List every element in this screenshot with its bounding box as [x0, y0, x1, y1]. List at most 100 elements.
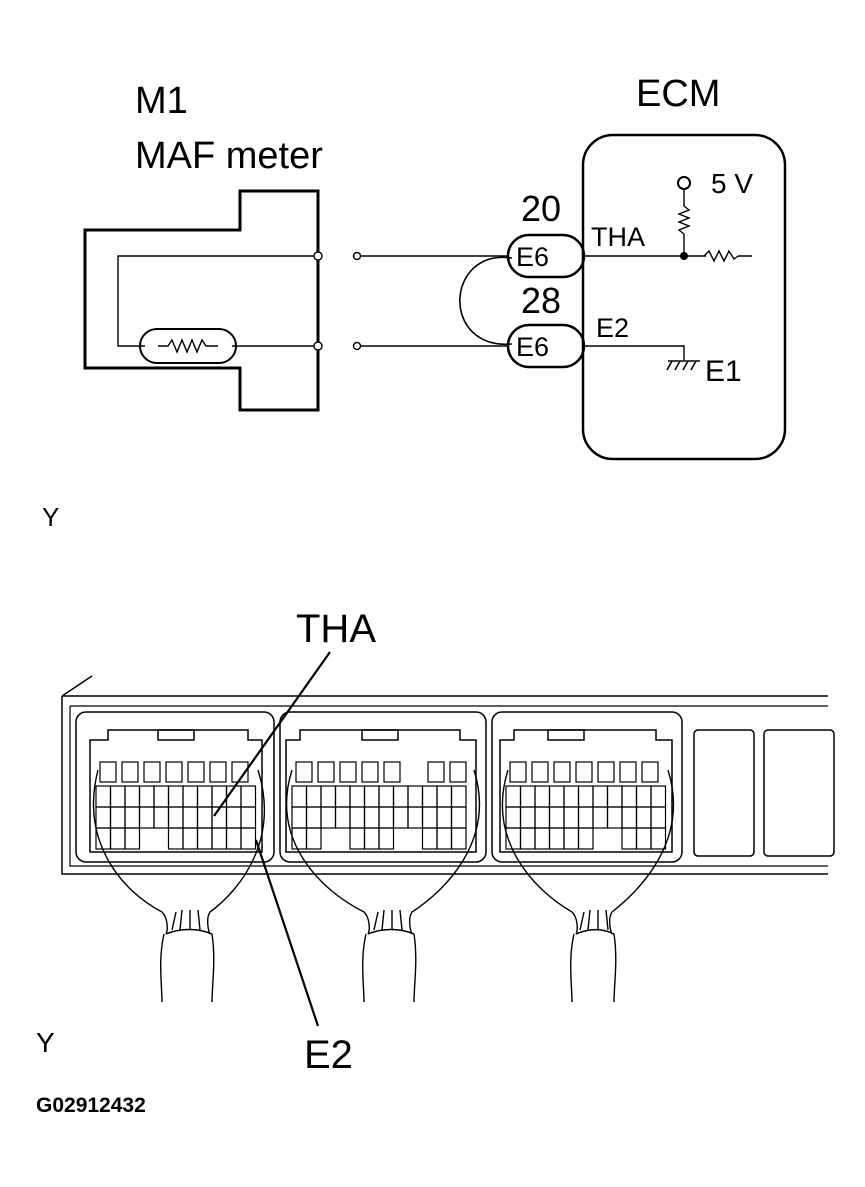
connector-housing-2	[279, 711, 487, 863]
pin-cavity	[635, 806, 652, 829]
pin-cavity	[407, 785, 424, 808]
pin-cavity	[421, 785, 438, 808]
ground-label: E1	[705, 355, 742, 388]
pin-cavity	[334, 785, 351, 808]
pin-cavity	[143, 761, 161, 783]
pin-cavity	[187, 761, 205, 783]
pin-cavity	[650, 806, 667, 829]
pin-cavity	[334, 806, 351, 829]
pin-cavity	[534, 785, 551, 808]
shield-loop	[459, 256, 513, 345]
pin-cavity	[320, 806, 337, 829]
pin-cavity	[427, 761, 445, 783]
pin-cavity	[621, 827, 638, 850]
pin-cavity	[317, 761, 335, 783]
pin-cavity	[99, 761, 117, 783]
callout-e2-label: E2	[304, 1033, 353, 1077]
ecm-e2-line	[584, 345, 685, 360]
pin-cavity	[641, 761, 659, 783]
pin-cavity	[436, 827, 453, 850]
pin-cavity	[577, 827, 594, 850]
ground-icon	[666, 360, 700, 371]
pin-cavity	[320, 785, 337, 808]
pin-cavity	[519, 806, 536, 829]
view-marker-bottom: Y	[36, 1027, 55, 1058]
pin-cavity	[95, 785, 112, 808]
pin-cavity	[548, 827, 565, 850]
pin-cavity	[577, 785, 594, 808]
maf-meter-housing	[83, 189, 320, 412]
pin-cavity	[182, 785, 199, 808]
pin-cavity	[505, 785, 522, 808]
pin-cavity	[165, 761, 183, 783]
pin-cavity	[505, 806, 522, 829]
callout-tha-label: THA	[296, 607, 376, 651]
pin-cavity	[291, 806, 308, 829]
pin-cavity	[577, 806, 594, 829]
pin-cavity	[153, 785, 170, 808]
pin-cavity	[553, 761, 571, 783]
pin-cavity	[575, 761, 593, 783]
pin-cavity	[606, 785, 623, 808]
pin-cavity	[363, 785, 380, 808]
connector-housing-3	[491, 711, 683, 863]
pin-cavity	[167, 827, 184, 850]
sensor-terminal-top	[313, 251, 323, 261]
pin-cavity	[563, 827, 580, 850]
pin-cavity	[196, 827, 213, 850]
ecm-side-panel-1	[693, 729, 755, 857]
view-marker-top: Y	[42, 502, 59, 532]
pin-cavity	[196, 806, 213, 829]
pin-cavity	[182, 806, 199, 829]
voltage-label: 5 V	[711, 168, 753, 199]
pin-number-e2: 28	[521, 280, 561, 321]
connector-e6-tha-label: E6	[516, 242, 549, 272]
pin-cavity	[509, 761, 527, 783]
pin-number-tha: 20	[521, 188, 561, 229]
connector-shell-2	[285, 729, 477, 853]
pin-cavity	[225, 827, 242, 850]
pin-cavity	[597, 761, 615, 783]
pin-cavity	[124, 827, 141, 850]
pin-cavity	[291, 785, 308, 808]
connector-1-pins	[95, 761, 257, 850]
callout-e2-leader	[254, 839, 320, 1027]
pin-cavity	[138, 806, 155, 829]
pin-cavity	[421, 827, 438, 850]
pin-cavity	[305, 806, 322, 829]
pin-cavity	[109, 785, 126, 808]
pin-cavity	[209, 761, 227, 783]
pin-cavity	[531, 761, 549, 783]
pin-cavity	[621, 806, 638, 829]
sensor-name-label: MAF meter	[135, 135, 323, 177]
pin-cavity	[407, 806, 424, 829]
pin-cavity	[519, 785, 536, 808]
pin-cavity	[378, 827, 395, 850]
pin-cavity	[121, 761, 139, 783]
pin-cavity	[378, 806, 395, 829]
pin-cavity	[339, 761, 357, 783]
pin-cavity	[167, 785, 184, 808]
connector-3-pins	[505, 761, 667, 850]
signal-tha-label: THA	[591, 222, 645, 252]
pin-cavity	[450, 785, 467, 808]
pin-cavity	[635, 827, 652, 850]
sensor-code-label: M1	[135, 80, 188, 122]
pin-cavity	[138, 785, 155, 808]
figure-id-label: G02912432	[36, 1094, 146, 1117]
pin-cavity	[621, 785, 638, 808]
pin-cavity	[349, 806, 366, 829]
pin-cavity	[421, 806, 438, 829]
connector-e6-e2-label: E6	[516, 332, 549, 362]
pin-cavity	[563, 806, 580, 829]
pin-cavity	[295, 761, 313, 783]
pin-cavity	[534, 827, 551, 850]
ecm-case-inner	[69, 705, 828, 867]
pin-cavity	[124, 785, 141, 808]
pin-cavity	[167, 806, 184, 829]
sensor-terminal-bottom	[313, 341, 323, 351]
pin-cavity	[363, 806, 380, 829]
callout-tha-leader	[213, 651, 331, 817]
pin-cavity	[305, 827, 322, 850]
pin-cavity	[211, 827, 228, 850]
